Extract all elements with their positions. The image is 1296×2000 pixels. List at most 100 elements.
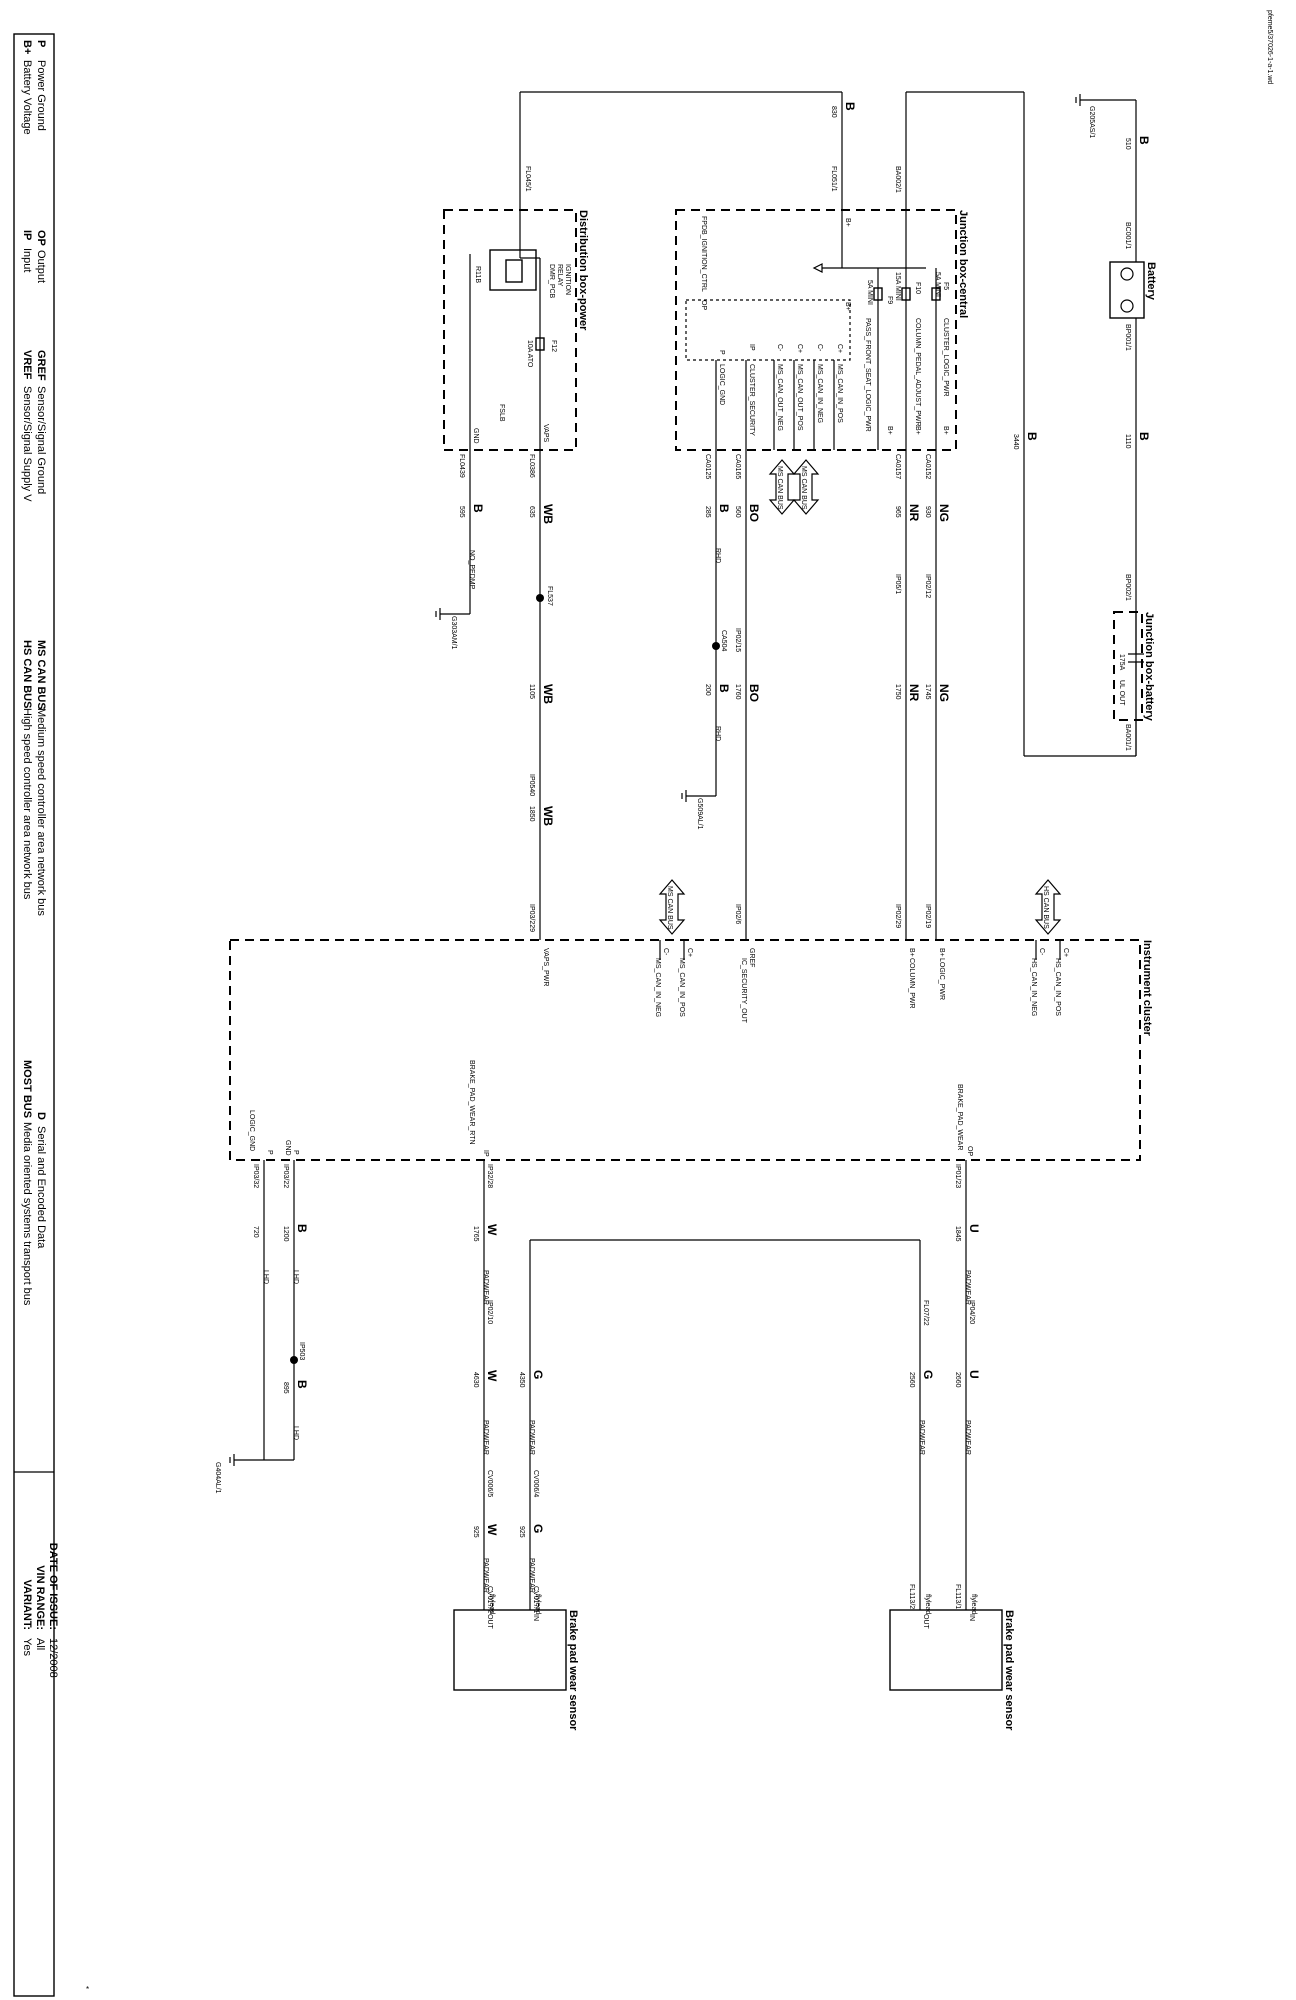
wire-num-925-1: 925 bbox=[518, 1526, 525, 1538]
gnd-label-dist: GND bbox=[472, 428, 479, 444]
splice-fl537: FL537 bbox=[546, 586, 553, 606]
legend-ms-value: Medium speed controller area network bus bbox=[35, 708, 47, 916]
wire-color-bo-1: BO bbox=[747, 504, 761, 522]
wire-num-1760: 1760 bbox=[734, 684, 741, 700]
fuse-f9: F9 bbox=[886, 296, 893, 304]
conn-ip0540: IP0540 bbox=[528, 774, 535, 796]
fuse-f10: F10 bbox=[914, 282, 921, 294]
padwear-7: PADWEAR bbox=[482, 1420, 489, 1455]
legend-most-value: Media oriented systems transport bus bbox=[21, 1122, 33, 1306]
wire-num-830: 830 bbox=[830, 106, 837, 118]
wire-num-895: 895 bbox=[282, 1382, 289, 1394]
ground-g205as1: G205AS/1 bbox=[1088, 106, 1095, 138]
document-id: pfeme5/37026-1-a-1.wd bbox=[1266, 10, 1273, 84]
conn-ip0332: IP03/32 bbox=[252, 1164, 259, 1188]
no-pedmp-label: NO_PEDMP bbox=[468, 550, 475, 590]
wire-color-nr-2: NR bbox=[907, 684, 921, 702]
conn-ba002: BA002/1 bbox=[894, 166, 901, 193]
conn-ip3228: IP32/28 bbox=[486, 1164, 493, 1188]
conn-ip0212: IP02/12 bbox=[924, 574, 931, 598]
wire-color-nr-1: NR bbox=[907, 504, 921, 522]
fuse-f10-rating: 15A MINI bbox=[894, 272, 901, 301]
conn-bp002: BP002/1 bbox=[1124, 574, 1131, 601]
sig-ms-can-out-neg: MS_CAN_OUT_NEG bbox=[776, 364, 783, 431]
wire-color-b-510: B bbox=[1137, 136, 1151, 145]
conn-bp001: BP001/1 bbox=[1124, 324, 1131, 351]
legend-hs-key: HS CAN BUS bbox=[21, 640, 33, 708]
sig-ic-security-out: IC_SECURITY_OUT bbox=[740, 958, 747, 1024]
legend-ip-value: Input bbox=[21, 248, 33, 272]
wire-num-720: 720 bbox=[252, 1226, 259, 1238]
sig-logic-gnd-ic: LOGIC_GND bbox=[248, 1110, 255, 1151]
legend-vref-key: VREF bbox=[21, 350, 33, 380]
wire-color-b-895: B bbox=[295, 1380, 309, 1389]
brake-pad-sensor-2: Brake pad wear sensor IN OUT flylead fly… bbox=[453, 1594, 579, 1731]
legend-gref-key: GREF bbox=[35, 350, 47, 381]
ul-out-label: UL OUT bbox=[1118, 680, 1125, 706]
conn-fl1131: FL113/1 bbox=[954, 1584, 961, 1609]
sig-ms-can-in-pos: MS_CAN_IN_POS bbox=[836, 364, 843, 423]
fuse-f5: F5 bbox=[942, 282, 949, 290]
pin-cplus-hs: C+ bbox=[1062, 948, 1069, 957]
rhd-label-1: RHD bbox=[714, 548, 721, 563]
ground-g509al1: G509AL/1 bbox=[696, 798, 703, 830]
padwear-3: PADWEAR bbox=[918, 1420, 925, 1455]
padwear-1: PADWEAR bbox=[964, 1270, 971, 1305]
ignition-relay-1: IGNITION bbox=[564, 264, 571, 295]
pin-op-jbc: OP bbox=[700, 300, 707, 310]
sig-cluster-security: CLUSTER_SECURITY bbox=[748, 364, 755, 436]
wire-num-4630: 4630 bbox=[472, 1372, 479, 1388]
sig-ms-can-out-pos: MS_CAN_OUT_POS bbox=[796, 364, 803, 431]
footnote-mark: * bbox=[86, 1985, 89, 1994]
padwear-8: PADWEAR bbox=[482, 1558, 489, 1593]
sig-brake-pad-wear-rtn: BRAKE_PAD_WEAR_RTN bbox=[468, 1060, 475, 1145]
pin-bplus-3: B+ bbox=[886, 426, 893, 435]
pin-bplus-2: B+ bbox=[914, 426, 921, 435]
fuse-175a: 175A bbox=[1118, 654, 1125, 671]
conn-fl0386: FL0386 bbox=[528, 454, 535, 478]
conn-ca0157: CA0157 bbox=[894, 454, 901, 479]
conn-fl045: FL045/1 bbox=[524, 166, 531, 192]
wire-color-bo-2: BO bbox=[747, 684, 761, 702]
info-variant-value: Yes bbox=[21, 1638, 33, 1656]
pin-cplus-jbc1: C+ bbox=[836, 344, 843, 353]
conn-ca0165: CA0165 bbox=[734, 454, 741, 479]
wire-color-ng-2: NG bbox=[937, 684, 951, 702]
conn-ip026: IP02/6 bbox=[734, 904, 741, 924]
pin-p-cluster-1: P bbox=[292, 1150, 299, 1155]
wire-num-1765: 1765 bbox=[472, 1226, 479, 1242]
sig-ms-can-in-neg-ic: MS_CAN_IN_NEG bbox=[654, 958, 661, 1017]
fuse-f12-rating: 10A ATO bbox=[526, 340, 533, 368]
sig-hs-can-in-neg: HS_CAN_IN_NEG bbox=[1030, 958, 1037, 1016]
fuse-f5-rating: 5A MINI bbox=[934, 272, 941, 297]
pin-cminus-jbc1: C- bbox=[816, 344, 823, 352]
legend-p-key: P bbox=[35, 40, 47, 47]
wire-color-g-1: G bbox=[921, 1370, 935, 1379]
sig-fpdb-ignition: FPDB_IGNITION_CTRL bbox=[700, 216, 707, 292]
distribution-box-power: Distribution box-power IGNITION RELAY DM… bbox=[443, 209, 589, 451]
pad1-out: OUT bbox=[922, 1614, 929, 1630]
legend-gref-value: Sensor/Signal Ground bbox=[35, 386, 47, 494]
pad2-in: IN bbox=[532, 1614, 539, 1621]
legend-hs-value: High speed controller area network bus bbox=[21, 708, 33, 900]
wire-color-g-3: G bbox=[531, 1524, 545, 1533]
conn-cv0172: CV017/2 bbox=[486, 1586, 493, 1613]
dist-power-label: Distribution box-power bbox=[577, 210, 589, 331]
jb-battery-label: Junction box-battery bbox=[1143, 612, 1155, 722]
ignition-relay-3: DMR_PCB bbox=[548, 264, 555, 299]
pad2-out: OUT bbox=[486, 1614, 493, 1630]
info-vin-value: All bbox=[34, 1638, 46, 1650]
ms-can-bus-arrow-3: MS CAN BUS bbox=[666, 886, 673, 930]
wire-num-925-2: 925 bbox=[472, 1526, 479, 1538]
ms-can-bus-arrow-1: MS CAN BUS bbox=[800, 466, 807, 510]
wire-color-w-2: W bbox=[485, 1370, 499, 1382]
conn-ip051: IP05/1 bbox=[894, 574, 901, 594]
wire-color-b-1200: B bbox=[295, 1224, 309, 1233]
legend-d-key: D bbox=[35, 1112, 47, 1120]
splice-ip503: IP503 bbox=[298, 1342, 305, 1360]
junction-box-central: Junction box-central B+ F5 5A MINI F10 1… bbox=[675, 209, 969, 451]
conn-fl051: FL051/1 bbox=[830, 166, 837, 192]
wire-num-1745: 1745 bbox=[924, 684, 931, 700]
conn-bc001: BC001/1 bbox=[1124, 222, 1131, 249]
lhd-label-3: LHD bbox=[262, 1270, 269, 1284]
